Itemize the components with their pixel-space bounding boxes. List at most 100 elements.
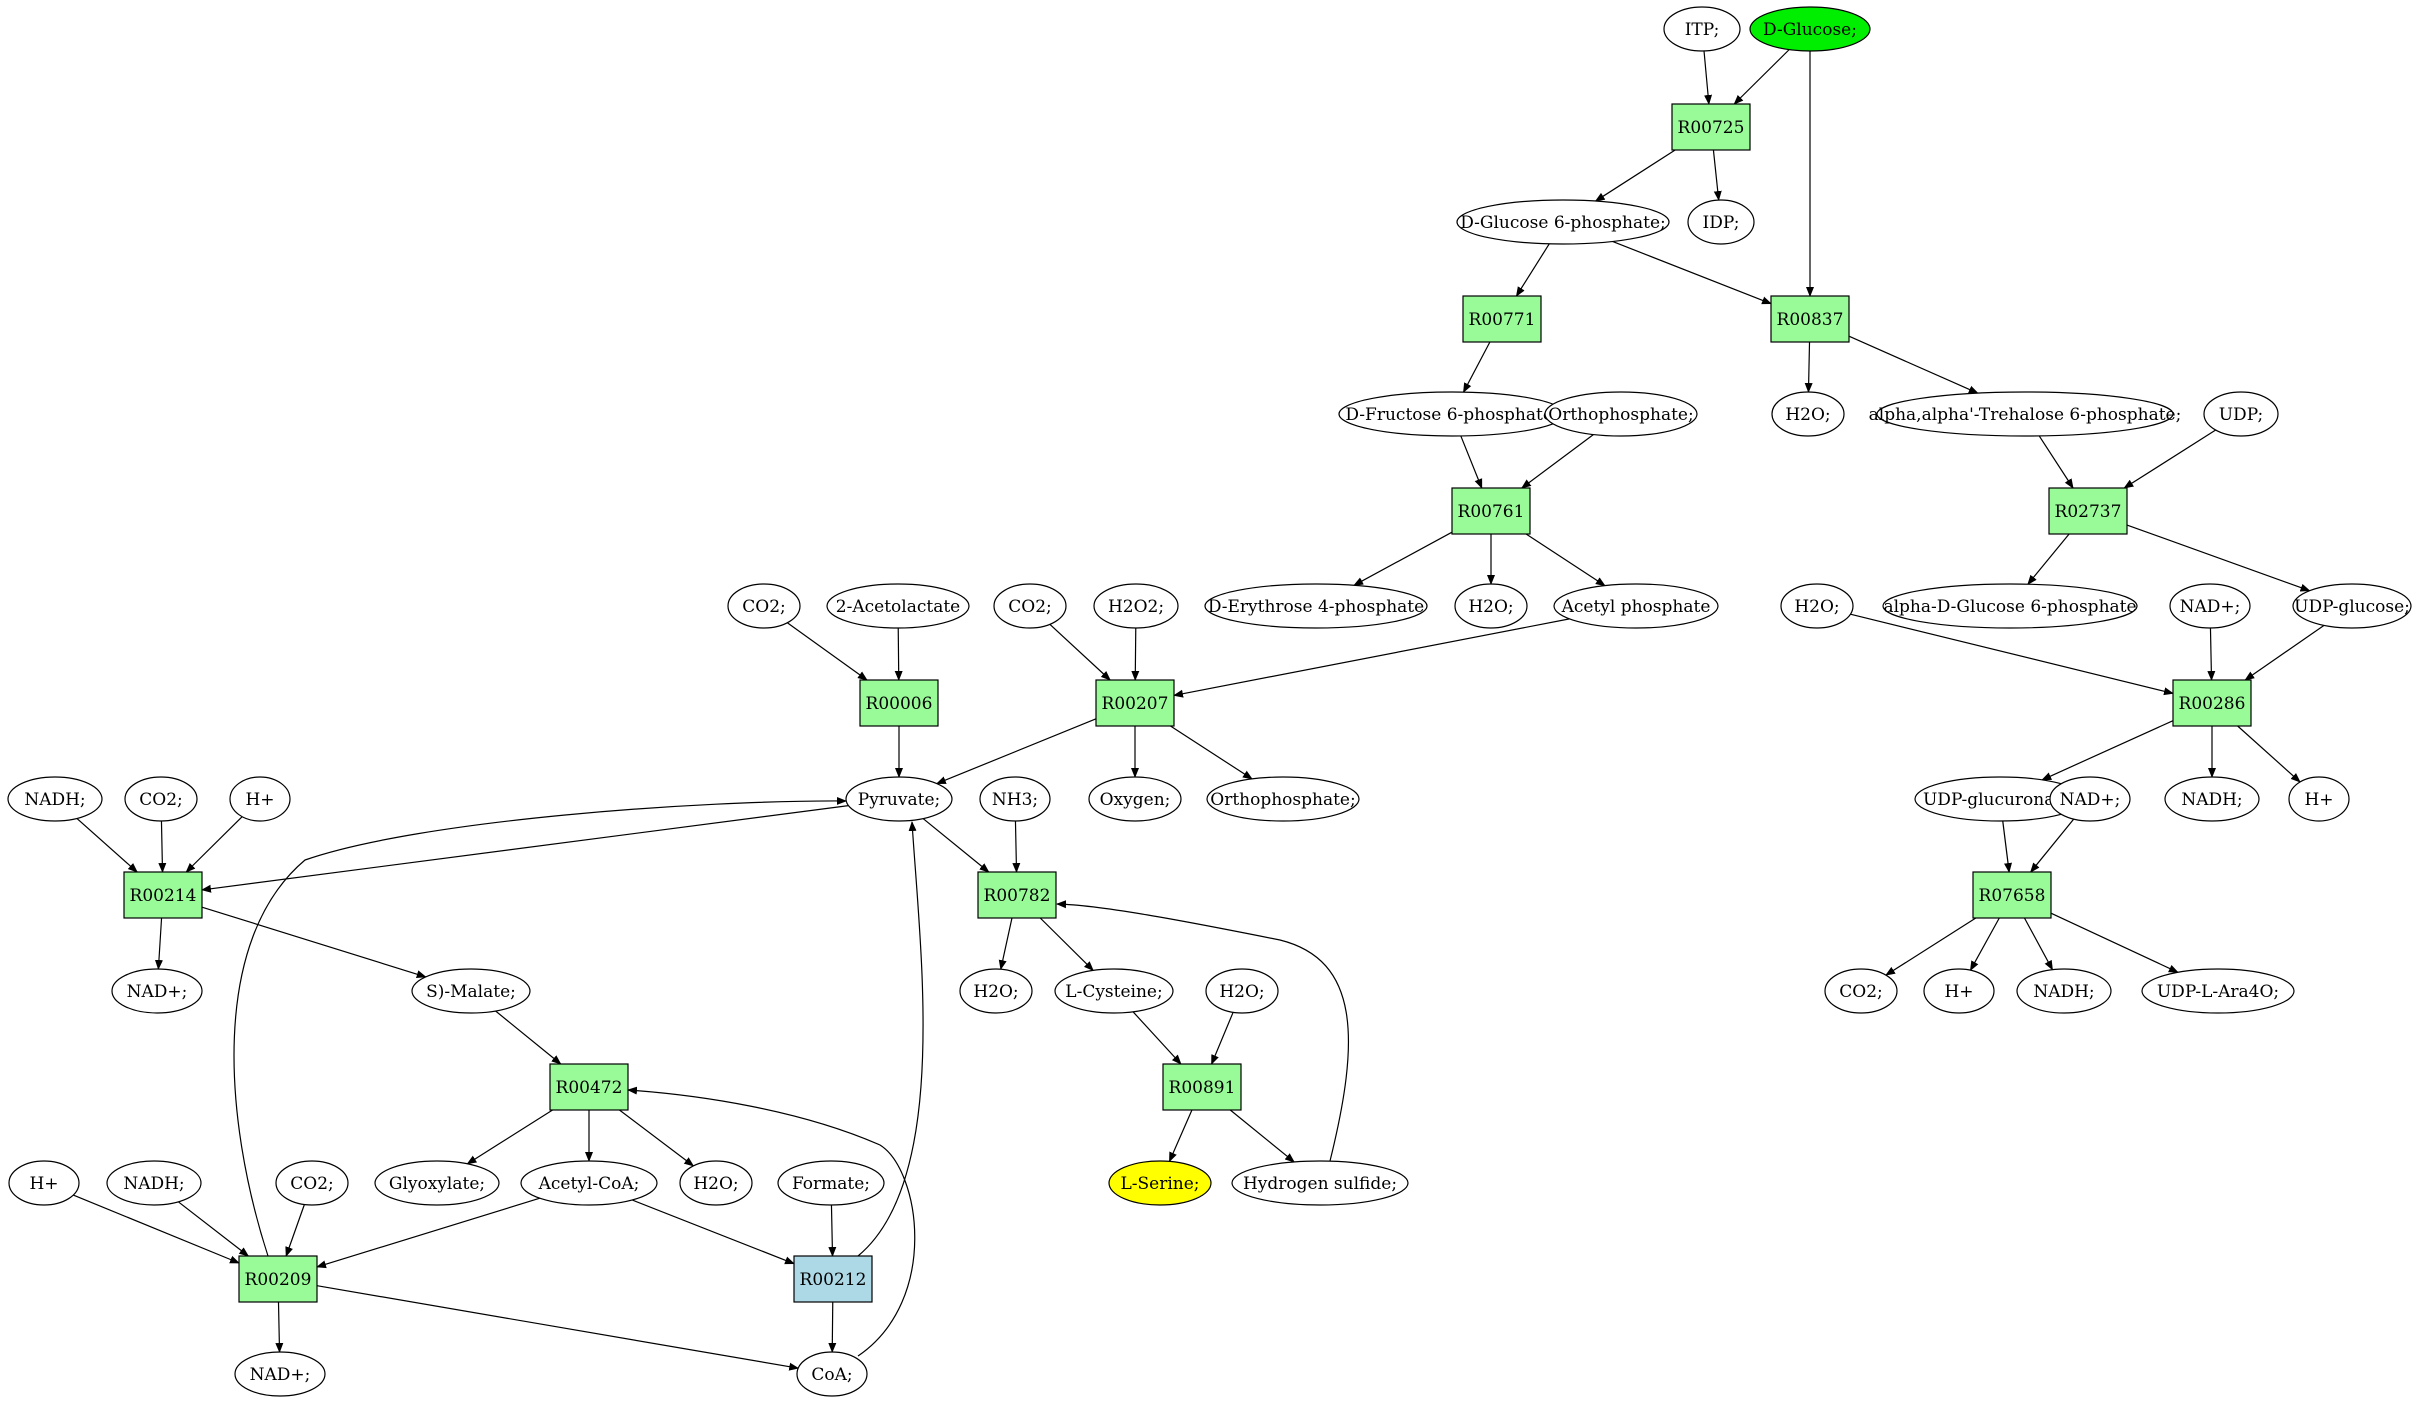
metabolite-node-nadp_3[interactable]: NAD+; [111,968,203,1014]
edge-nh3-to-r00782 [1012,820,1021,873]
metabolite-node-dg6p[interactable]: D-Glucose 6-phosphate; [1456,199,1670,245]
metabolite-node-co2_3[interactable]: CO2; [124,776,198,822]
metabolite-node-udpara4o[interactable]: UDP-L-Ara4O; [2141,968,2295,1014]
node-ellipse [1456,199,1670,245]
metabolite-node-h2o_4[interactable]: H2O; [959,968,1033,1014]
metabolite-node-acetylp[interactable]: Acetyl phosphate [1553,583,1719,629]
metabolite-node-trehalose6p[interactable]: alpha,alpha'-Trehalose 6-phosphate; [1869,391,2182,437]
metabolite-node-nadp_2[interactable]: NAD+; [2049,776,2131,822]
node-label: H2O; [973,982,1018,1002]
node-label: CoA; [811,1365,852,1385]
reaction-node-r07658[interactable]: R07658 [1972,871,2052,919]
edge-h2s-to-r00782 [1056,900,1349,1162]
reaction-node-r00761[interactable]: R00761 [1451,487,1531,535]
reaction-node-r00725[interactable]: R00725 [1671,103,1751,151]
metabolite-node-h2o_6[interactable]: H2O; [679,1160,753,1206]
edges [73,49,2325,1371]
metabolite-node-co2_1[interactable]: CO2; [727,583,801,629]
metabolite-node-idp[interactable]: IDP; [1687,199,1755,245]
metabolite-node-hplus_3[interactable]: H+ [1923,968,1995,1014]
edge-r07658-to-co2_4 [1885,917,1977,976]
reaction-node-r00837[interactable]: R00837 [1770,295,1850,343]
node-label: R00006 [866,694,933,714]
reaction-node-r00286[interactable]: R00286 [2172,679,2252,727]
metabolite-node-h2o_5[interactable]: H2O; [1205,968,1279,1014]
edge-r00891-to-h2s [1229,1109,1295,1163]
metabolite-node-pyruvate[interactable]: Pyruvate; [845,776,953,822]
reaction-node-r00212[interactable]: R00212 [793,1255,873,1303]
node-ellipse [1206,776,1360,822]
edge-pyruvate-to-r00214 [201,805,849,893]
metabolite-node-dglucose[interactable]: D-Glucose; [1749,6,1871,52]
metabolite-node-nadp_1[interactable]: NAD+; [2169,583,2251,629]
metabolite-node-formate[interactable]: Formate; [777,1160,885,1206]
reaction-node-r00214[interactable]: R00214 [123,871,203,919]
node-label: NADH; [24,790,85,810]
node-ellipse [2141,968,2295,1014]
metabolite-node-hplus_2[interactable]: H+ [2288,776,2350,822]
edge-hplus_1-to-r00214 [185,816,243,873]
node-label: CO2; [139,790,183,810]
metabolite-node-udpglucuronate[interactable]: UDP-glucuronate; [1914,776,2086,822]
edge-r00761-to-de4p [1353,531,1453,586]
metabolite-node-orthop1[interactable]: Orthophosphate; [1544,391,1698,437]
node-label: R00286 [2179,694,2246,714]
metabolite-node-acetolactate[interactable]: 2-Acetolactate [826,583,970,629]
node-label: NH3; [992,790,1038,810]
metabolite-node-itp[interactable]: ITP; [1663,6,1741,52]
reaction-node-r00006[interactable]: R00006 [859,679,939,727]
metabolite-node-udpglucose[interactable]: UDP-glucose; [2292,583,2412,629]
node-label: NADH; [2181,790,2242,810]
metabolite-node-nadh_3[interactable]: NADH; [2016,968,2112,1014]
node-label: CO2; [1008,597,1052,617]
metabolite-node-hplus_4[interactable]: H+ [8,1160,80,1206]
reaction-node-r00891[interactable]: R00891 [1162,1063,1242,1111]
node-label: 2-Acetolactate [836,597,960,617]
metabolite-node-de4p[interactable]: D-Erythrose 4-phosphate [1204,583,1428,629]
reaction-node-r00782[interactable]: R00782 [977,871,1057,919]
metabolite-node-coa[interactable]: CoA; [796,1351,868,1397]
metabolite-node-smalate[interactable]: S)-Malate; [411,968,531,1014]
reaction-node-r00209[interactable]: R00209 [238,1255,318,1303]
node-label: R00837 [1777,310,1844,330]
metabolite-node-lcysteine[interactable]: L-Cysteine; [1054,968,1174,1014]
reaction-node-r00771[interactable]: R00771 [1462,295,1542,343]
metabolite-node-co2_2[interactable]: CO2; [993,583,1067,629]
metabolite-node-h2o_3[interactable]: H2O; [1780,583,1854,629]
metabolite-node-nadh_4[interactable]: NADH; [106,1160,202,1206]
reaction-node-r00207[interactable]: R00207 [1095,679,1175,727]
node-label: R00214 [130,886,197,906]
metabolite-node-lserine[interactable]: L-Serine; [1108,1160,1212,1206]
metabolite-node-h2o_2[interactable]: H2O; [1454,583,1528,629]
metabolite-node-oxygen[interactable]: Oxygen; [1088,776,1182,822]
reaction-node-r02737[interactable]: R02737 [2048,487,2128,535]
node-ellipse [993,583,1067,629]
edge-acetylp-to-r00207 [1173,618,1570,698]
metabolite-node-glyoxylate[interactable]: Glyoxylate; [374,1160,500,1206]
metabolite-node-nadh_2[interactable]: NADH; [2164,776,2260,822]
metabolite-node-adg6p[interactable]: alpha-D-Glucose 6-phosphate [1882,583,2138,629]
metabolite-node-nh3[interactable]: NH3; [979,776,1051,822]
metabolite-node-acetylcoa[interactable]: Acetyl-CoA; [520,1160,658,1206]
edge-r00209-to-pyruvate [233,796,847,1257]
metabolite-node-udp[interactable]: UDP; [2203,391,2279,437]
node-label: R07658 [1979,886,2046,906]
edge-acetylcoa-to-r00212 [631,1199,795,1265]
metabolite-node-h2o2[interactable]: H2O2; [1093,583,1179,629]
node-ellipse [1780,583,1854,629]
reaction-node-r00472[interactable]: R00472 [549,1063,629,1111]
metabolite-node-df6p[interactable]: D-Fructose 6-phosphate; [1338,391,1566,437]
metabolite-node-h2o_1[interactable]: H2O; [1771,391,1845,437]
metabolite-node-h2s[interactable]: Hydrogen sulfide; [1231,1160,1409,1206]
metabolite-node-nadh_1[interactable]: NADH; [7,776,103,822]
node-label: H+ [29,1174,58,1194]
node-ellipse [275,1160,349,1206]
metabolite-node-hplus_1[interactable]: H+ [229,776,291,822]
node-ellipse [1054,968,1174,1014]
metabolite-node-orthop2[interactable]: Orthophosphate; [1206,776,1360,822]
node-label: H2O; [693,1174,738,1194]
metabolite-node-co2_4[interactable]: CO2; [1824,968,1898,1014]
metabolite-node-nadp_4[interactable]: NAD+; [234,1351,326,1397]
metabolite-node-co2_5[interactable]: CO2; [275,1160,349,1206]
